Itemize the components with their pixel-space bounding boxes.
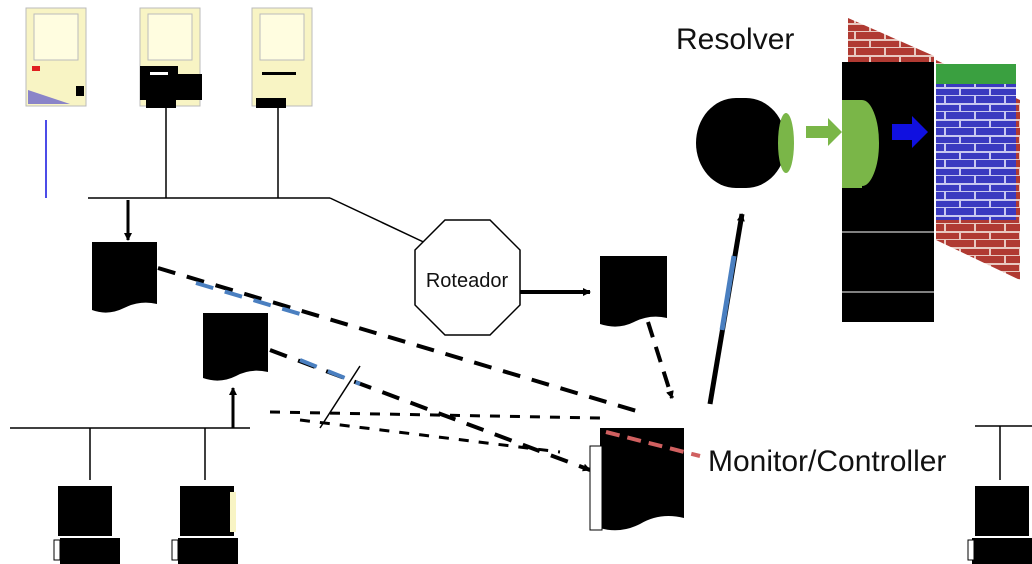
document-icon (92, 242, 157, 313)
dashed-connection (157, 266, 641, 472)
bottom-network-bus (10, 365, 1032, 480)
arrow-icon (892, 116, 928, 148)
monitor-controller-document (600, 428, 684, 531)
router-label: Roteador (426, 270, 509, 292)
pc-computer-icon (53, 486, 120, 564)
resolver-label: Resolver (676, 23, 794, 56)
monitor-controller-label: Monitor/Controller (708, 445, 946, 478)
mac-computer-icon (139, 7, 202, 108)
document-icon (600, 256, 667, 327)
dashed-arrow (646, 321, 674, 399)
firewall-icon (842, 18, 1020, 322)
pc-computer-icon (171, 486, 238, 564)
red-dashed-connection (605, 430, 701, 458)
mac-computer-icon (251, 7, 313, 108)
mac-computer-icon (25, 7, 87, 198)
pc-computer-icon (967, 486, 1032, 564)
document-icon (203, 313, 268, 381)
cylinder-icon (696, 98, 794, 188)
top-network-bus (88, 106, 433, 247)
router-octagon (414, 219, 521, 336)
arrow-icon (806, 118, 842, 146)
